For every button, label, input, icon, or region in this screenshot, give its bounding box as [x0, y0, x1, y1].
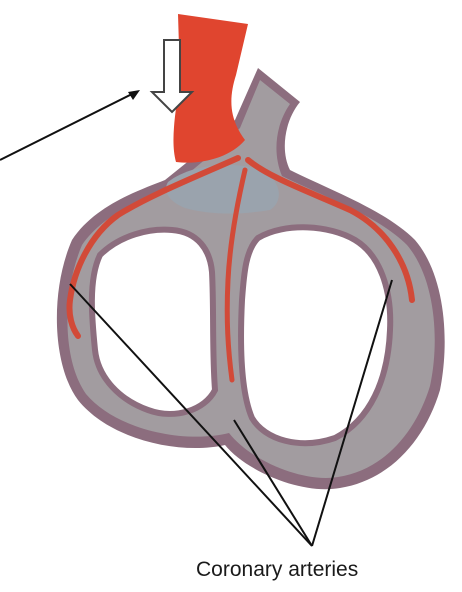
right-ventricle: [241, 227, 390, 443]
coronary-arteries-label: Coronary arteries: [196, 558, 436, 582]
pointer-line: [0, 92, 136, 160]
aorta: [173, 14, 248, 163]
left-ventricle: [92, 230, 215, 414]
